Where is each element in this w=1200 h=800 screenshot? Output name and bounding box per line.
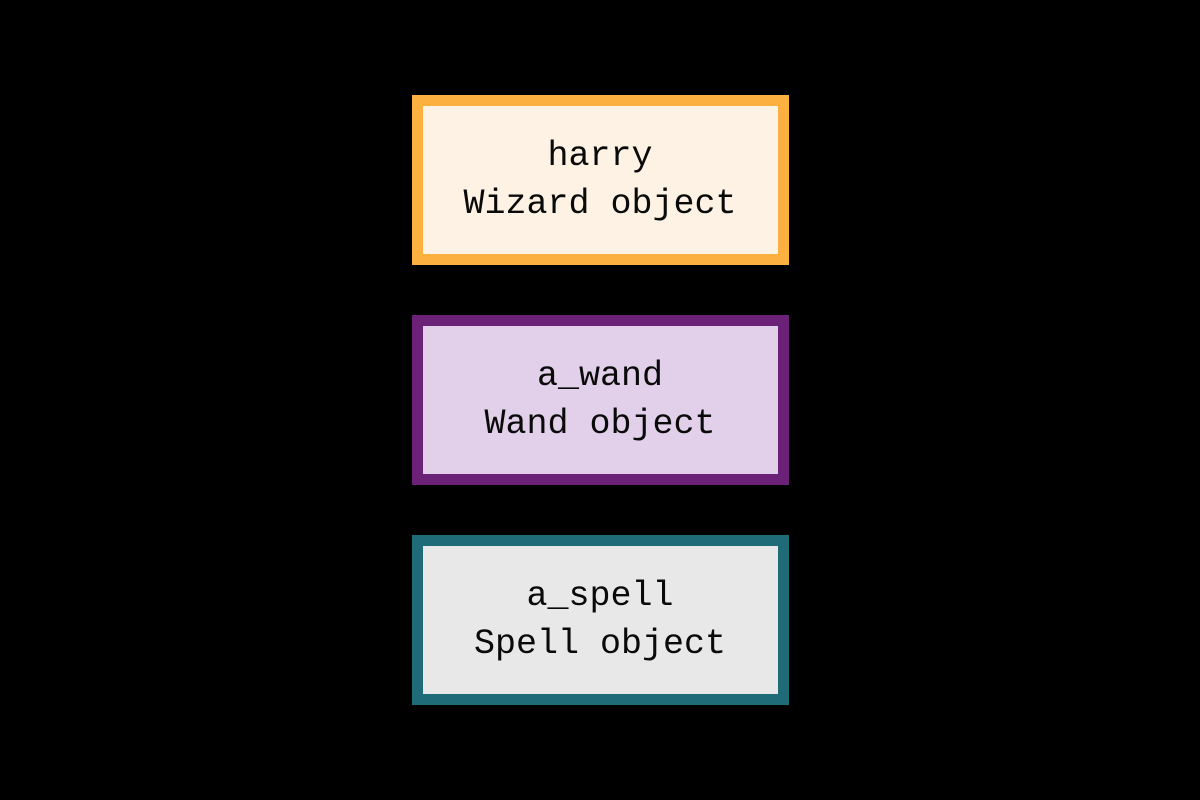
object-type-label: Wand object (484, 404, 716, 444)
object-box-a-wand: a_wand Wand object (411, 315, 789, 485)
variable-name-label: a_wand (536, 356, 664, 396)
object-box-a-spell: a_spell Spell object (411, 535, 789, 705)
object-type-label: Wizard object (463, 184, 737, 224)
object-box-harry: harry Wizard object (411, 95, 789, 265)
variable-name-label: harry (547, 136, 653, 176)
object-type-label: Spell object (473, 624, 727, 664)
variable-name-label: a_spell (526, 576, 674, 616)
